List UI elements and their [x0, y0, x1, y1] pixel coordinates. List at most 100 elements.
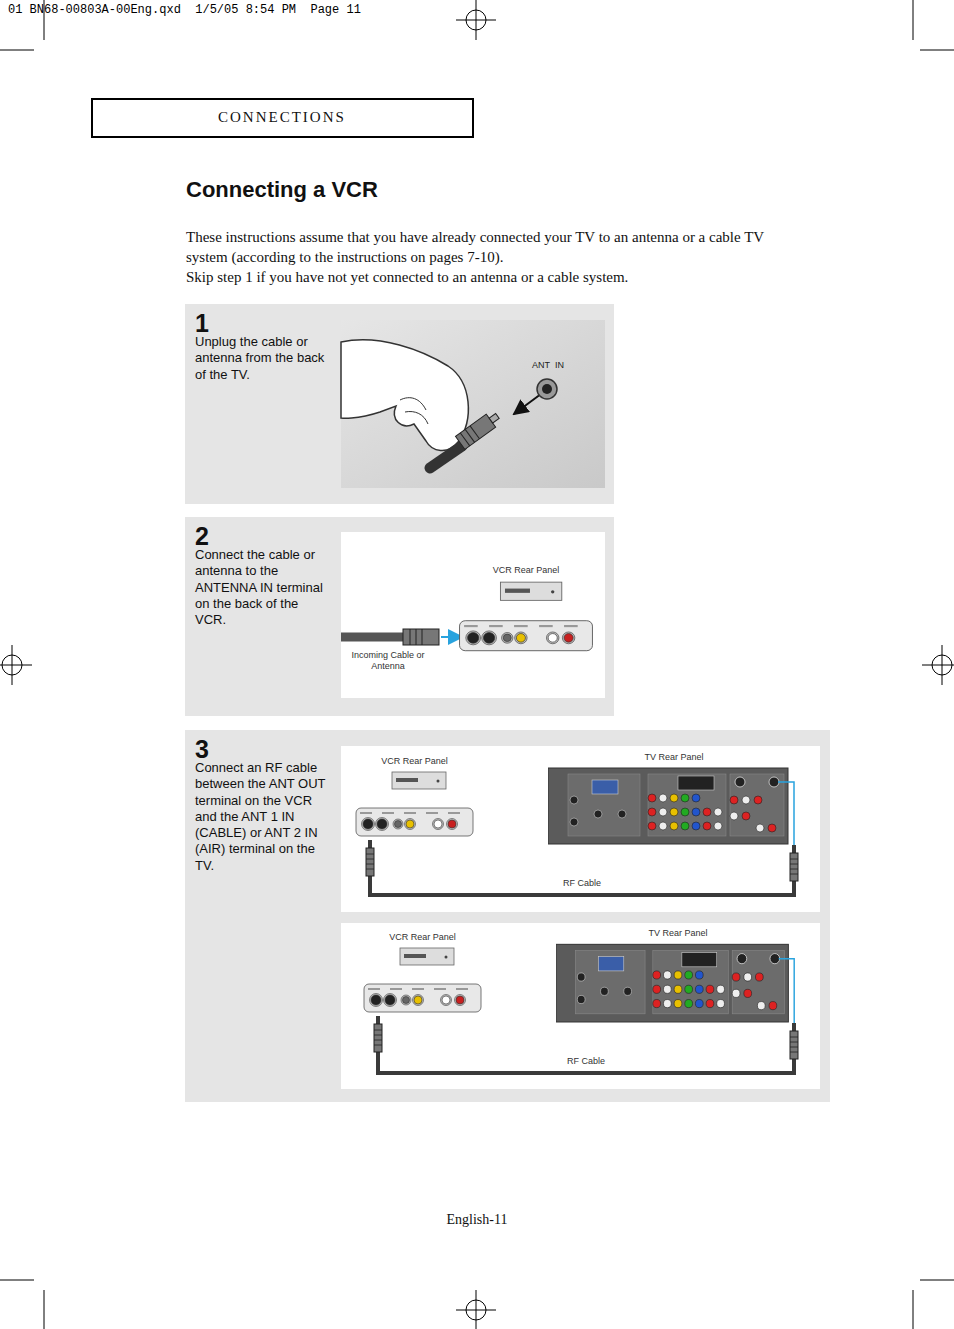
av-jack [674, 1000, 682, 1008]
vcr-jack [515, 632, 527, 644]
step-instruction: Connect the cable or antenna to the ANTE… [195, 547, 333, 628]
rf-cable [378, 1016, 794, 1073]
vcr-jack [433, 819, 444, 830]
av-jack [681, 808, 689, 816]
label: These instructions assume that you have … [186, 227, 786, 267]
vcr-jack [502, 633, 513, 644]
incoming-cable [341, 629, 462, 645]
jack-group [648, 774, 726, 836]
ant-terminal [735, 777, 745, 787]
vcr-slot [404, 954, 426, 958]
av-jack [692, 822, 700, 830]
cable-label: RF Cable [561, 878, 603, 888]
av-jack [663, 985, 671, 993]
vcr-button [551, 590, 554, 593]
jack [577, 995, 585, 1003]
cable-plug [374, 1024, 382, 1052]
av-jack [730, 796, 738, 804]
vcr-button [445, 956, 448, 959]
label: Incoming Cable or Antenna [350, 650, 426, 672]
jack-group [730, 774, 784, 836]
vcr-jack [384, 994, 397, 1007]
pc-port [599, 957, 624, 971]
terminal-marking [404, 812, 416, 814]
plug-groove [366, 869, 374, 870]
vcr-jack [548, 634, 557, 643]
step-panel: 1Unplug the cable or antenna from the ba… [185, 304, 614, 504]
plug-groove [366, 854, 374, 855]
vcr-illustration [352, 756, 477, 840]
av-jack [670, 794, 678, 802]
av-jack [742, 812, 750, 820]
av-jack [703, 822, 711, 830]
hdmi-port [678, 776, 714, 790]
panel-heading: VCR Rear Panel [352, 756, 477, 766]
terminal-marking [456, 988, 468, 990]
plug-groove [366, 859, 374, 860]
jack [601, 987, 609, 995]
step-instruction: Connect an RF cable between the ANT OUT … [195, 760, 333, 874]
vcr-jack [405, 819, 416, 830]
av-jack [692, 808, 700, 816]
jack [618, 810, 626, 818]
illustration-frame [341, 746, 820, 912]
terminal-marking [434, 988, 446, 990]
vcr-unit [500, 582, 561, 600]
tv-rear-panel: TV Rear Panel [548, 752, 800, 845]
terminal-marking [360, 812, 372, 814]
rf-cable [370, 840, 794, 895]
ant-terminal [737, 954, 747, 964]
plug-groove [374, 1045, 382, 1046]
av-jack [755, 973, 763, 981]
av-jack [732, 989, 740, 997]
vcr-jack [376, 818, 389, 831]
plug-groove [790, 1042, 798, 1043]
vcr-jack [467, 633, 478, 644]
vcr-jack [362, 818, 375, 831]
jack [570, 796, 578, 804]
vcr-jack [414, 996, 422, 1004]
av-jack [742, 796, 750, 804]
av-jack [670, 808, 678, 816]
av-jack [769, 1002, 777, 1010]
page-title: Connecting a VCR [186, 177, 378, 203]
vcr-jack [393, 819, 403, 829]
jack [577, 973, 585, 981]
vcr-jack [434, 820, 442, 828]
cable-plug [790, 1031, 798, 1059]
jack-group [732, 950, 784, 1013]
av-jack [648, 794, 656, 802]
vcr-rear-panel [460, 621, 593, 651]
av-jack [692, 794, 700, 802]
tv-illustration [556, 928, 800, 1023]
vcr-jack [466, 631, 481, 645]
vcr-jack [371, 995, 381, 1005]
step-number: 2 [195, 522, 209, 551]
label: ANT IN [518, 360, 578, 370]
panel-heading: VCR Rear Panel [360, 932, 485, 942]
av-jack [663, 1000, 671, 1008]
av-jack [670, 822, 678, 830]
cable-plug [366, 848, 374, 876]
vcr-jack [363, 819, 373, 829]
plug-groove [366, 864, 374, 865]
terminal-marking [514, 625, 528, 627]
plug-groove [790, 869, 798, 870]
terminal-marking [489, 625, 503, 627]
tv-rear-panel [556, 944, 788, 1022]
jack-group [575, 950, 645, 1013]
blue-lead [778, 782, 794, 845]
cable-label: RF Cable [565, 1056, 607, 1066]
step-panel: 2Connect the cable or antenna to the ANT… [185, 517, 614, 716]
av-jack [695, 971, 703, 979]
jack [570, 818, 578, 826]
tv-illustration [548, 752, 800, 845]
av-jack [754, 796, 762, 804]
av-jack [674, 985, 682, 993]
av-jack [768, 824, 776, 832]
vcr-jack [370, 994, 383, 1007]
label: Skip step 1 if you have not yet connecte… [186, 267, 806, 287]
vcr-jack [503, 634, 511, 642]
pc-port [592, 780, 618, 794]
